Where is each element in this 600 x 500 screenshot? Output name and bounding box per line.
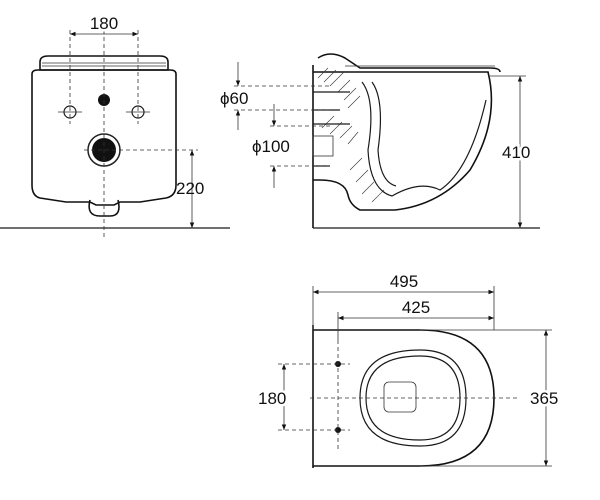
inlet-diameter-label: ϕ60: [220, 89, 248, 108]
front-width-dim-label: 180: [90, 14, 118, 33]
top-width-dim-label: 365: [530, 389, 558, 408]
top-view: 495 425 180 365: [256, 269, 561, 468]
front-view: 180 220: [0, 11, 230, 238]
outlet-diameter-label: ϕ100: [252, 137, 290, 156]
bolt-spacing-dim-label: 180: [258, 389, 286, 408]
inner-length-dim-label: 425: [402, 298, 430, 317]
front-height-dim-label: 220: [176, 179, 204, 198]
side-view: ϕ60 ϕ100 410: [220, 53, 540, 229]
side-height-dim-label: 410: [502, 143, 530, 162]
total-length-dim-label: 495: [390, 272, 418, 291]
